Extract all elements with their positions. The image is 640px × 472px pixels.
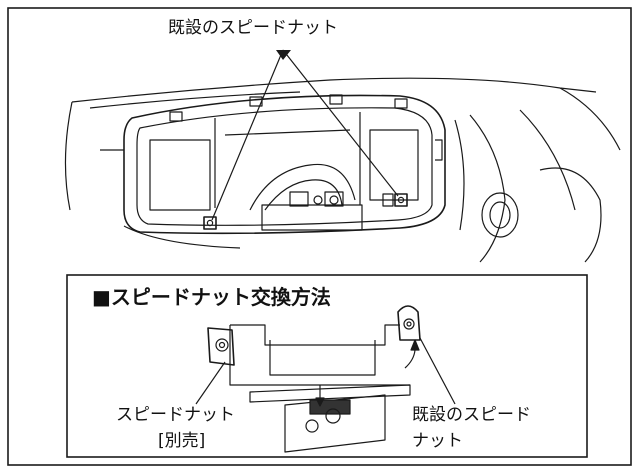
top-leader-lines xyxy=(211,49,399,221)
inset-leader-lines xyxy=(195,337,456,405)
inset-drawing xyxy=(207,305,421,453)
sold-separately-label: [別売] xyxy=(158,431,206,451)
arrowhead-left xyxy=(276,50,291,60)
dashboard-drawing xyxy=(64,77,621,263)
speed-nut-old xyxy=(397,305,421,341)
speed-nut-new xyxy=(207,327,235,366)
dash-opening xyxy=(123,94,446,235)
inset-box xyxy=(66,274,588,458)
existing-speed-nut-label: 既設のスピードナット xyxy=(168,18,338,38)
inset-title: ■スピードナット交換方法 xyxy=(92,285,331,309)
speed-nut-label: スピードナット xyxy=(116,405,235,425)
existing-nut-left xyxy=(203,216,217,230)
existing-nut-label-line2: ナット xyxy=(412,431,463,451)
existing-nut-right xyxy=(394,193,408,207)
existing-nut-label-line1: 既設のスピード xyxy=(412,405,531,425)
